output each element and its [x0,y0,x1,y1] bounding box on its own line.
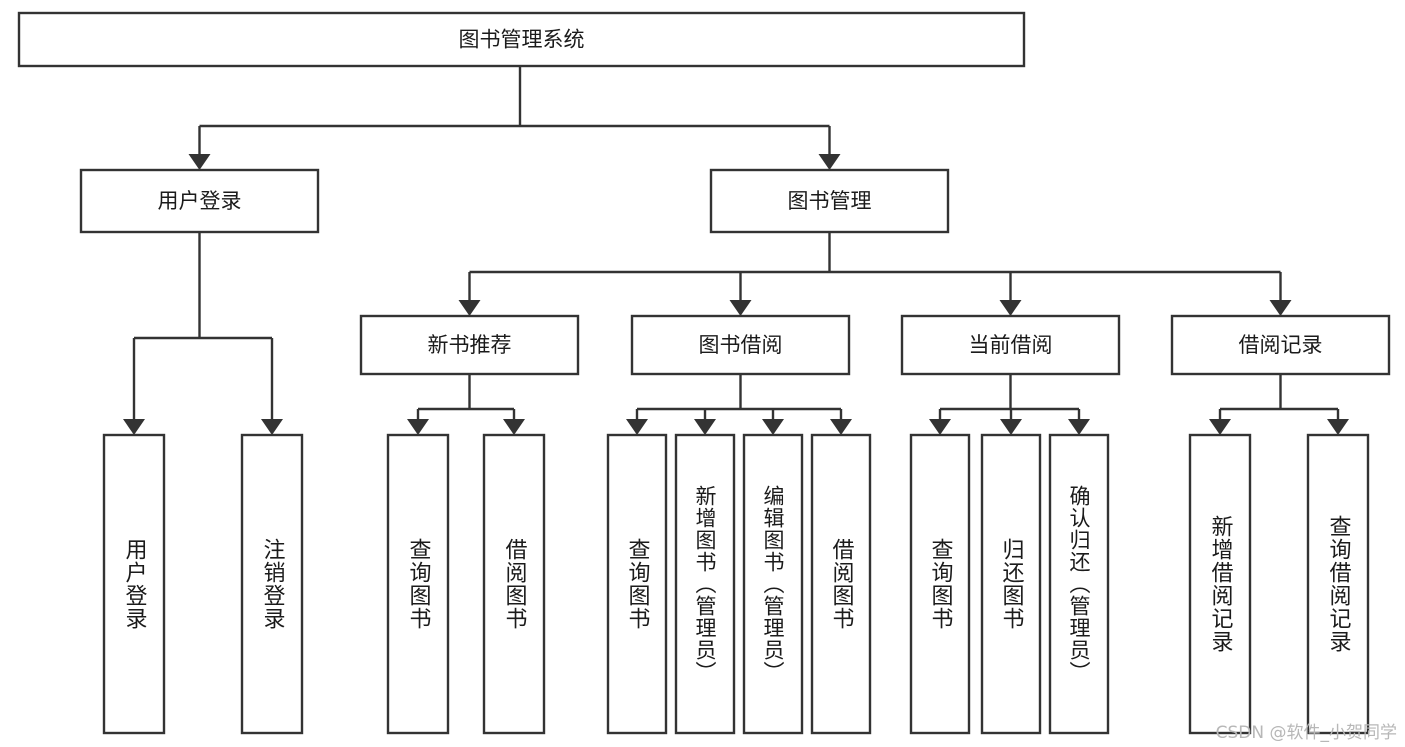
connector-lines [123,66,1349,435]
node-boxes [17,11,1391,735]
edge-bookborrow-to-leaves-arrow-0 [626,419,648,435]
node-box-leaf-query-book-1[interactable] [386,433,450,735]
edge-bookmanage-to-level2-arrow-0 [458,300,481,316]
node-label-new-book-rec: 新书推荐 [428,333,512,357]
node-box-new-book-rec[interactable] [359,314,580,376]
node-box-leaf-return-book[interactable] [980,433,1042,735]
node-label-root: 图书管理系统 [459,28,585,52]
node-box-root[interactable] [17,11,1026,68]
node-label-current-borrow: 当前借阅 [969,333,1053,357]
node-box-borrow-record[interactable] [1170,314,1391,376]
node-box-current-borrow[interactable] [900,314,1121,376]
node-box-book-borrow[interactable] [630,314,851,376]
csdn-watermark: CSDN @软件_小贺同学 [1215,723,1397,743]
node-box-leaf-confirm-return[interactable] [1048,433,1110,735]
node-box-user-login[interactable] [79,168,320,234]
edge-currentborrow-to-leaves-arrow-0 [929,419,951,435]
edge-newbookrec-to-leaves-arrow-1 [503,419,525,435]
edge-bookmanage-to-level2-arrow-2 [999,300,1022,316]
edge-bookborrow-to-leaves-arrow-2 [762,419,784,435]
edge-userlogin-to-leaves-arrow-0 [123,419,145,435]
node-label-borrow-record: 借阅记录 [1239,333,1323,357]
node-box-leaf-add-record[interactable] [1188,433,1252,735]
edge-newbookrec-to-leaves-arrow-0 [407,419,429,435]
node-box-leaf-query-record[interactable] [1306,433,1370,735]
edge-borrowrecord-to-leaves-arrow-0 [1209,419,1231,435]
node-label-book-manage: 图书管理 [788,189,872,213]
edge-bookmanage-to-level2-arrow-1 [729,300,752,316]
node-box-leaf-query-book-3[interactable] [909,433,971,735]
edge-userlogin-to-leaves-arrow-1 [261,419,283,435]
node-box-leaf-borrow-book-1[interactable] [482,433,546,735]
node-box-book-manage[interactable] [709,168,950,234]
node-box-leaf-add-book[interactable] [674,433,736,735]
edge-currentborrow-to-leaves-arrow-1 [1000,419,1022,435]
node-box-leaf-user-login[interactable] [102,433,166,735]
edge-root-to-level1-arrow-0 [188,154,211,170]
node-box-leaf-query-book-2[interactable] [606,433,668,735]
node-box-leaf-edit-book[interactable] [742,433,804,735]
edge-root-to-level1-arrow-1 [818,154,841,170]
edge-borrowrecord-to-leaves-arrow-1 [1327,419,1349,435]
node-box-leaf-borrow-book-2[interactable] [810,433,872,735]
edge-currentborrow-to-leaves-arrow-2 [1068,419,1090,435]
node-box-leaf-logout[interactable] [240,433,304,735]
node-label-book-borrow: 图书借阅 [699,333,783,357]
edge-bookborrow-to-leaves-arrow-3 [830,419,852,435]
node-label-user-login: 用户登录 [158,189,242,213]
edge-bookmanage-to-level2-arrow-3 [1269,300,1292,316]
edge-bookborrow-to-leaves-arrow-1 [694,419,716,435]
